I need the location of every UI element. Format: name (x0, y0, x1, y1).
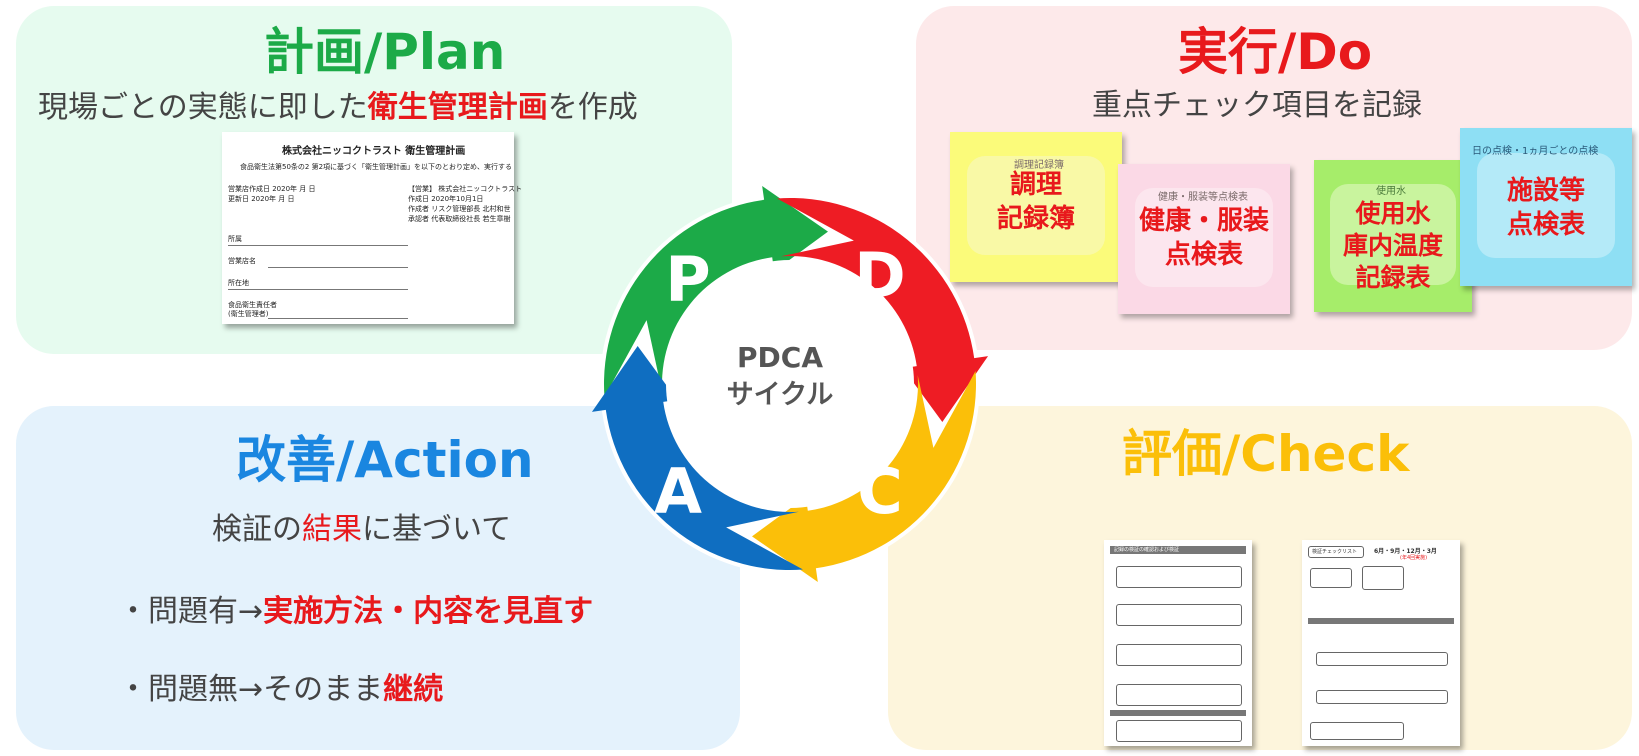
check-title: 評価/Check (1122, 425, 1410, 483)
card-label: 調理 記録簿 (950, 168, 1122, 236)
segment-plan (604, 185, 828, 397)
letter-d: D (854, 239, 905, 312)
doc-field-address: 所在地 (228, 279, 249, 287)
card-label-line: 記録表 (1355, 263, 1431, 292)
action-item1-pre: ・問題有→ (118, 594, 264, 629)
segment-action (591, 346, 803, 570)
doc2-section-bar (1308, 618, 1454, 624)
doc1-box (1116, 644, 1242, 666)
doc-heading: 株式会社ニッコクトラスト 衛生管理計画 (282, 146, 466, 157)
plan-subtitle-em: 衛生管理計画 (367, 90, 548, 125)
ring-center (666, 260, 914, 508)
doc1-box (1116, 720, 1242, 742)
doc-r2-left: 更新日 2020年 月 日 (228, 195, 295, 203)
plan-title: 計画/Plan (264, 23, 506, 81)
center-label-pdca: PDCA (737, 341, 823, 374)
card-label: 使用水 庫内温度 記録表 (1314, 198, 1472, 294)
card-label-line: 記録簿 (996, 204, 1075, 234)
check-panel (888, 406, 1632, 750)
center-label-cycle: サイクル (727, 380, 834, 411)
action-subtitle-pre: 検証の (212, 512, 302, 547)
doc1-header-bar (1110, 546, 1246, 554)
card-label: 施設等 点検表 (1460, 174, 1632, 242)
card-label-line: 施設等 (1506, 176, 1585, 206)
doc-rule-3 (228, 289, 408, 290)
do-subtitle: 重点チェック項目を記録 (1092, 88, 1422, 123)
doc-field-manager-sub: (衛生管理者) (228, 310, 269, 318)
letter-p: P (665, 243, 710, 316)
doc2-box (1310, 568, 1352, 588)
doc2-box (1310, 722, 1404, 740)
doc-r1-left: 営業店作成日 2020年 月 日 (228, 185, 316, 193)
action-item1-em: 実施方法・内容を見直す (263, 594, 594, 629)
record-card-cooking: 調理記録簿 調理 記録簿 (950, 132, 1122, 282)
doc-r1-right: 【営業】 株式会社ニッコクトラスト (408, 185, 523, 193)
doc2-title-box (1308, 546, 1364, 558)
action-subtitle: 検証の結果に基づいて (212, 504, 511, 548)
doc2-period: 6月・9月・12月・3月 (1374, 548, 1437, 555)
segment-do (777, 198, 989, 422)
verification-checklist-document: 検証チェックリスト 6月・9月・12月・3月 (年4回実施) (1302, 540, 1460, 746)
card-label-line: 点検表 (1506, 210, 1585, 240)
card-small-title: 調理記録簿 (1014, 160, 1064, 171)
doc-r4-right: 承認者 代表取締役社長 若生章樹 (408, 215, 511, 223)
card-label-line: 庫内温度 (1342, 231, 1443, 260)
card-inner (1329, 184, 1457, 285)
plan-subtitle-pre: 現場ごとの実態に即した (38, 90, 368, 125)
segment-check (752, 371, 976, 583)
card-small-title: 使用水 (1376, 186, 1406, 197)
doc-r3-right: 作成者 リスク管理部長 北村和世 (408, 205, 511, 213)
card-small-title: 日の点検・1ヵ月ごとの点検 (1472, 146, 1599, 157)
doc-intro: 食品衛生法第50条の2 第2項に基づく「衛生管理計画」を以下のとおり定め、実行す… (240, 163, 513, 171)
doc1-heading: 記録の検証の確認および検証 (1114, 547, 1180, 553)
letter-c: C (857, 455, 903, 528)
doc1-footer-bar (1110, 710, 1246, 716)
action-subtitle-em: 結果 (302, 512, 362, 547)
record-card-water: 使用水 使用水 庫内温度 記録表 (1314, 160, 1472, 312)
action-item2-pre: ・問題無→そのまま (118, 672, 384, 707)
doc-r2-right: 作成日 2020年10月1日 (408, 195, 484, 203)
doc2-box (1362, 566, 1404, 590)
action-title: 改善/Action (236, 431, 534, 489)
doc1-box (1116, 566, 1242, 588)
verification-record-document: 記録の検証の確認および検証 (1104, 540, 1252, 746)
doc-field-affiliation: 所属 (228, 235, 242, 243)
card-inner (967, 156, 1105, 255)
card-label-line: 調理 (1009, 170, 1062, 200)
plan-subtitle: 現場ごとの実態に即した衛生管理計画を作成 (38, 82, 638, 126)
record-card-health: 健康・服装等点検表 健康・服装 点検表 (1118, 164, 1290, 314)
card-small-title: 健康・服装等点検表 (1158, 192, 1248, 203)
doc-rule-1 (228, 245, 408, 246)
action-subtitle-post: に基づいて (362, 512, 512, 547)
card-label-line: 使用水 (1355, 199, 1431, 228)
doc1-box (1116, 604, 1242, 626)
card-label-line: 点検表 (1164, 240, 1243, 270)
doc-field-store: 営業店名 (228, 257, 256, 265)
card-inner (1135, 188, 1273, 287)
card-label: 健康・服装 点検表 (1118, 204, 1290, 272)
doc2-heading: 検証チェックリスト (1312, 549, 1358, 555)
action-item-no-problem: ・問題無→そのまま継続 (118, 664, 443, 708)
card-inner (1477, 153, 1615, 258)
record-card-facility: 日の点検・1ヵ月ごとの点検 施設等 点検表 (1460, 128, 1632, 286)
letter-a: A (654, 455, 702, 528)
do-title: 実行/Do (1178, 23, 1373, 81)
pdca-cycle-ring: P D C A PDCA サイクル (591, 185, 989, 583)
doc2-box (1316, 652, 1448, 666)
action-item-problem: ・問題有→実施方法・内容を見直す (118, 586, 593, 630)
doc2-box (1316, 690, 1448, 704)
action-item2-em: 継続 (383, 672, 444, 707)
doc-field-manager: 食品衛生責任者 (228, 301, 277, 309)
doc1-box (1116, 684, 1242, 706)
plan-subtitle-post: を作成 (547, 90, 638, 125)
doc2-note: (年4回実施) (1400, 555, 1428, 561)
card-label-line: 健康・服装 (1138, 206, 1269, 236)
hygiene-plan-document: 株式会社ニッコクトラスト 衛生管理計画 食品衛生法第50条の2 第2項に基づく「… (222, 132, 522, 324)
doc-rule-4 (268, 318, 408, 319)
doc-rule-2 (268, 267, 408, 268)
